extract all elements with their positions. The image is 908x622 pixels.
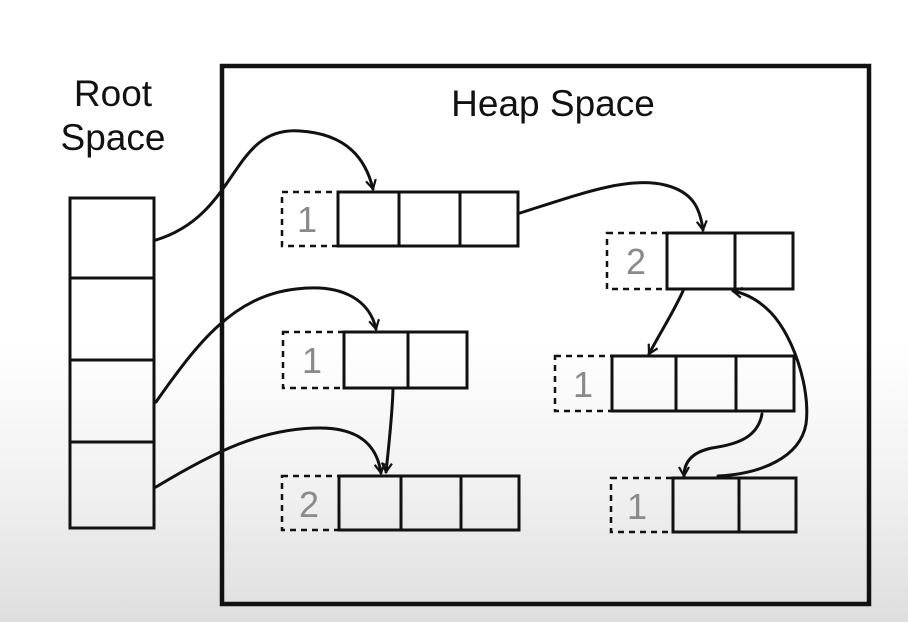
reference-arrow xyxy=(678,412,764,478)
reference-arrow xyxy=(380,388,395,474)
object-cell xyxy=(674,354,738,413)
object-cell xyxy=(406,330,469,390)
object-cell xyxy=(458,190,520,248)
root-label-line2: Space xyxy=(60,117,166,158)
root-space-stack xyxy=(68,196,156,530)
reference-arrow xyxy=(154,426,386,489)
ref-count: 1 xyxy=(627,486,647,527)
object-cell xyxy=(397,190,462,248)
object-cell xyxy=(733,231,795,291)
root-slot xyxy=(68,276,156,362)
reference-arrow xyxy=(154,286,380,404)
ref-count: 1 xyxy=(297,199,317,240)
heap-space-label: Heap Space xyxy=(451,83,655,124)
root-space-label: Root Space xyxy=(52,72,174,160)
object-cell xyxy=(734,354,796,413)
reference-arrow xyxy=(647,289,685,356)
root-slot xyxy=(68,358,156,444)
ref-count: 2 xyxy=(299,484,319,525)
object-cell xyxy=(737,476,798,534)
root-slot xyxy=(68,196,156,280)
heap-object: 1 xyxy=(280,190,520,248)
reference-arrow xyxy=(716,286,809,478)
object-cell xyxy=(399,474,463,532)
reference-arrow xyxy=(518,181,708,232)
object-cell xyxy=(342,330,410,390)
heap-object: 2 xyxy=(605,231,795,291)
object-cell xyxy=(665,231,737,291)
heap-object: 1 xyxy=(553,354,796,413)
heap-object: 1 xyxy=(281,330,469,390)
heap-space-frame xyxy=(219,63,872,607)
object-cell xyxy=(610,354,678,413)
ref-count: 1 xyxy=(302,340,322,381)
heap-object: 1 xyxy=(609,476,798,534)
object-cell xyxy=(459,474,521,532)
object-cell xyxy=(671,476,741,534)
object-cell xyxy=(337,474,403,532)
reference-arrow xyxy=(154,129,377,242)
heap-object: 2 xyxy=(280,474,521,532)
ref-count: 2 xyxy=(626,241,646,282)
ref-count: 1 xyxy=(573,364,593,405)
root-slot xyxy=(68,440,156,530)
root-label-line1: Root xyxy=(73,73,153,114)
object-cell xyxy=(336,190,401,248)
